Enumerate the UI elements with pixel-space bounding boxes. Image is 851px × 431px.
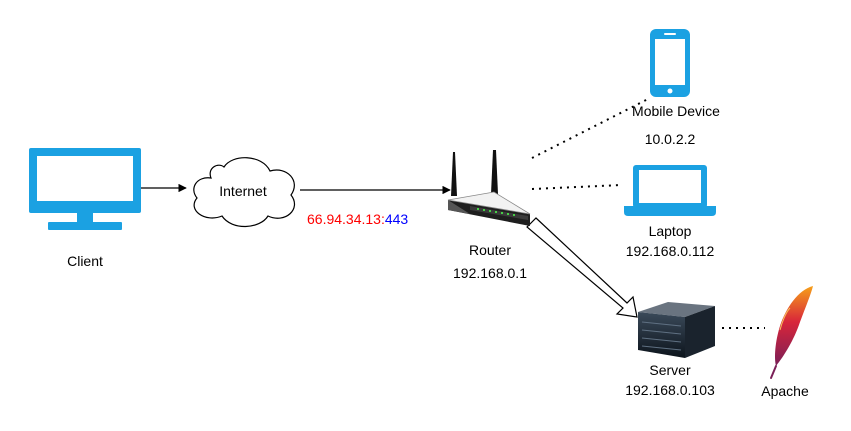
router-ip: 192.168.0.1: [453, 265, 527, 281]
public-port: 443: [385, 211, 409, 227]
mobile-label: Mobile Device: [632, 103, 720, 119]
mobile-ip: 10.0.2.2: [645, 131, 696, 147]
laptop-label: Laptop: [649, 223, 692, 239]
client-label: Client: [67, 253, 103, 269]
apache-label: Apache: [761, 383, 809, 399]
router-mobile-link: [531, 97, 651, 159]
laptop-ip: 192.168.0.112: [626, 243, 715, 259]
router-laptop-link: [531, 184, 623, 190]
public-ip: 66.94.34.13: [307, 211, 381, 227]
laptop-icon: [624, 165, 716, 216]
public-endpoint: 66.94.34.13:443: [307, 211, 408, 227]
server-icon: [638, 302, 715, 358]
router-server-arrow: [526, 217, 638, 318]
monitor-icon: [29, 148, 141, 230]
server-ip: 192.168.0.103: [625, 382, 715, 398]
server-label: Server: [649, 362, 691, 378]
smartphone-icon: [650, 29, 690, 97]
internet-label: Internet: [219, 183, 267, 199]
cloud-icon: [193, 157, 296, 228]
wireless-router-icon: [447, 150, 531, 226]
endpoint-separator: :: [381, 211, 385, 227]
apache-feather-icon: [770, 286, 813, 379]
router-label: Router: [469, 242, 511, 258]
